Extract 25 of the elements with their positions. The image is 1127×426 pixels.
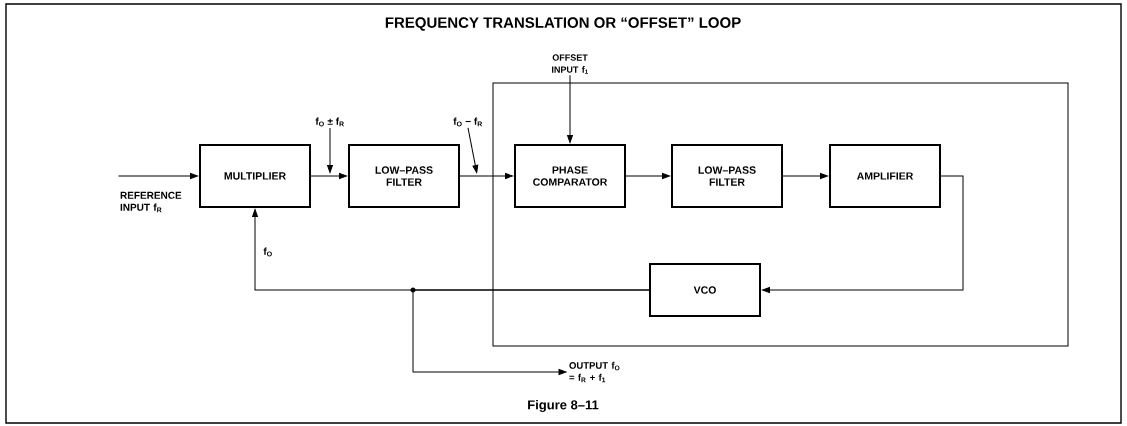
arrow [625, 173, 670, 179]
arrow [782, 173, 828, 179]
loop-enclosure [492, 82, 1069, 347]
output-label: OUTPUT f$_{O}$ = f$_{R}$ + f$_{1}$ [569, 361, 620, 383]
process-box: MULTIPLIER [199, 144, 311, 208]
process-box: LOW–PASS FILTER [348, 144, 460, 208]
input-label: OFFSET INPUT f$_{1}$ [552, 54, 588, 74]
leader-arrow [467, 127, 479, 173]
leader-arrow [327, 127, 333, 173]
arrow [310, 173, 347, 179]
arrow [567, 74, 573, 143]
caption: Figure 8–11 [528, 399, 599, 413]
signal-label: f$_{O}$ − f$_{R}$ [453, 117, 483, 127]
input-label: REFERENCE INPUT f$_{R}$ [120, 191, 182, 213]
title: FREQUENCY TRANSLATION OR “OFFSET” LOOP [385, 17, 741, 31]
process-box: AMPLIFIER [829, 144, 941, 208]
arrow [762, 175, 964, 293]
process-box: LOW–PASS FILTER [671, 144, 783, 208]
process-box: VCO [649, 263, 761, 317]
edge-label: f$_{O}$ [262, 246, 274, 258]
arrow [118, 173, 198, 179]
process-box: PHASE COMPARATOR [514, 144, 626, 208]
arrow [459, 173, 513, 179]
arrow [412, 289, 650, 375]
signal-label: f$_{O}$ ± f$_{R}$ [315, 117, 344, 127]
